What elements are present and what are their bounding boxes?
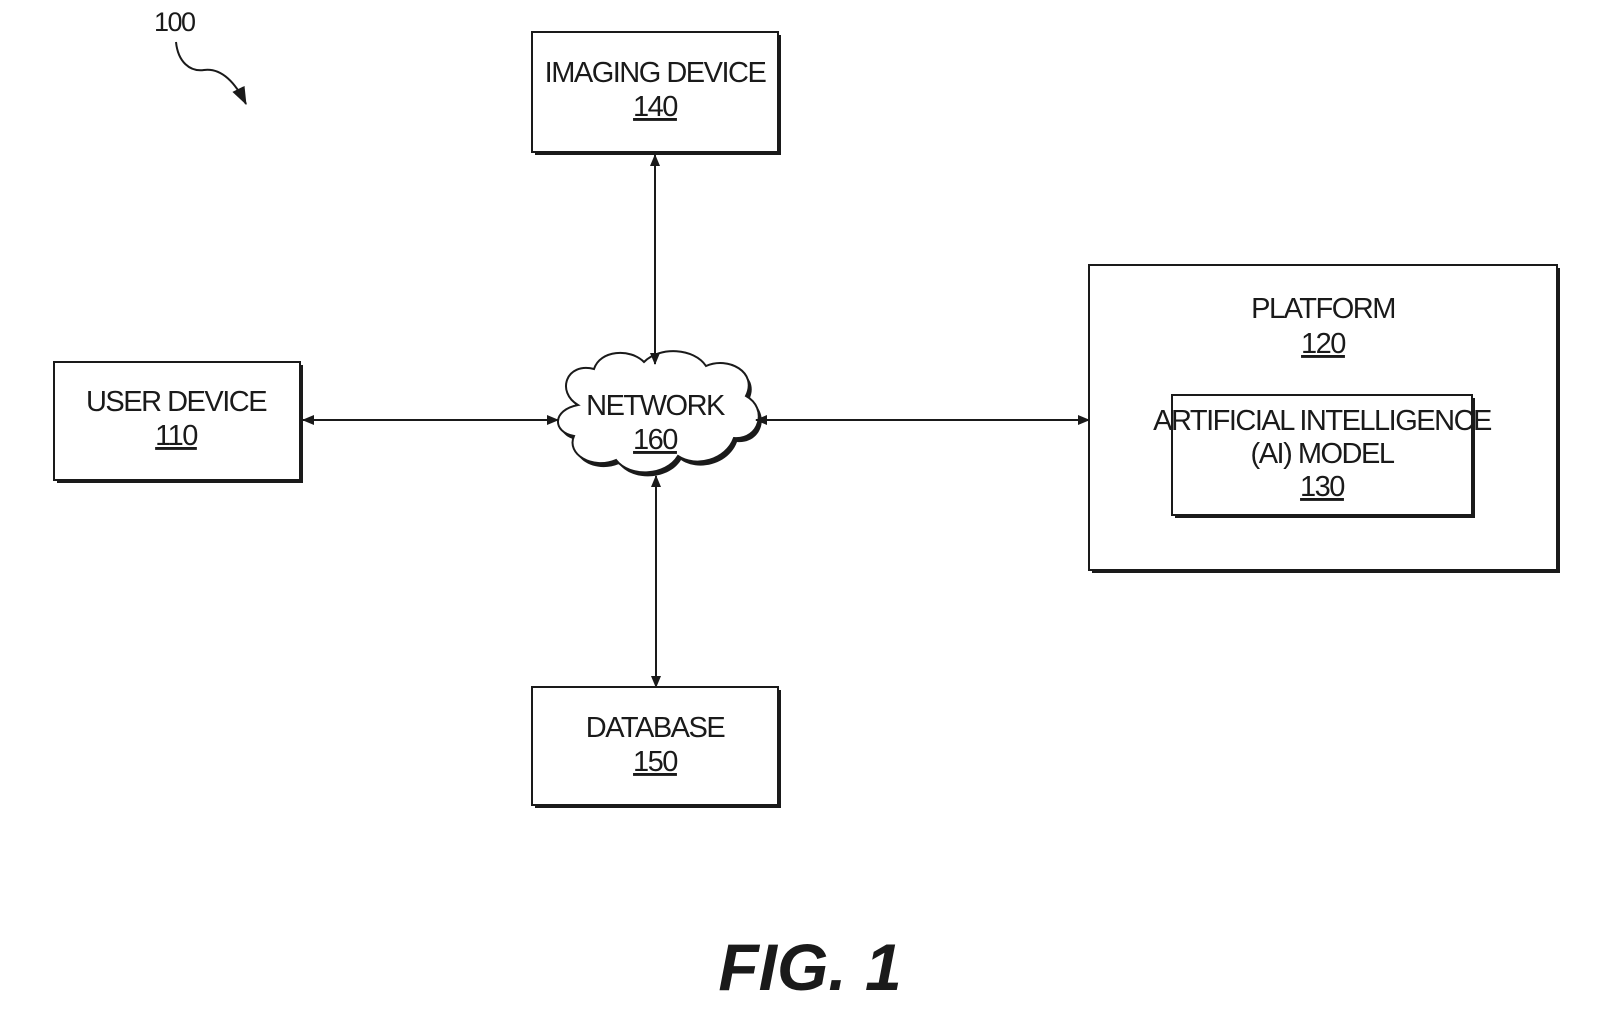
network-cloud: NETWORK 160 — [558, 351, 762, 476]
user-device-number: 110 — [155, 420, 197, 452]
imaging-device-number: 140 — [633, 91, 677, 123]
ai-model-label-line2: (AI) MODEL — [1251, 438, 1395, 470]
network-number: 160 — [633, 424, 677, 456]
user-device-box: USER DEVICE 110 — [54, 362, 303, 483]
figure-reference-number: 100 — [154, 7, 195, 37]
network-label: NETWORK — [586, 390, 726, 422]
imaging-device-label: IMAGING DEVICE — [545, 57, 767, 89]
ai-model-number: 130 — [1300, 471, 1344, 503]
user-device-label: USER DEVICE — [86, 386, 267, 418]
ai-model-box: ARTIFICIAL INTELLIGENCE (AI) MODEL 130 — [1153, 395, 1492, 518]
platform-label: PLATFORM — [1251, 293, 1395, 325]
ai-model-label-line1: ARTIFICIAL INTELLIGENCE — [1153, 405, 1492, 437]
platform-number: 120 — [1301, 328, 1345, 360]
reference-leader-arrow — [176, 42, 246, 104]
imaging-device-box: IMAGING DEVICE 140 — [532, 32, 781, 155]
database-label: DATABASE — [586, 712, 726, 744]
database-box: DATABASE 150 — [532, 687, 781, 808]
figure-caption: FIG. 1 — [718, 930, 901, 1004]
database-number: 150 — [633, 746, 677, 778]
